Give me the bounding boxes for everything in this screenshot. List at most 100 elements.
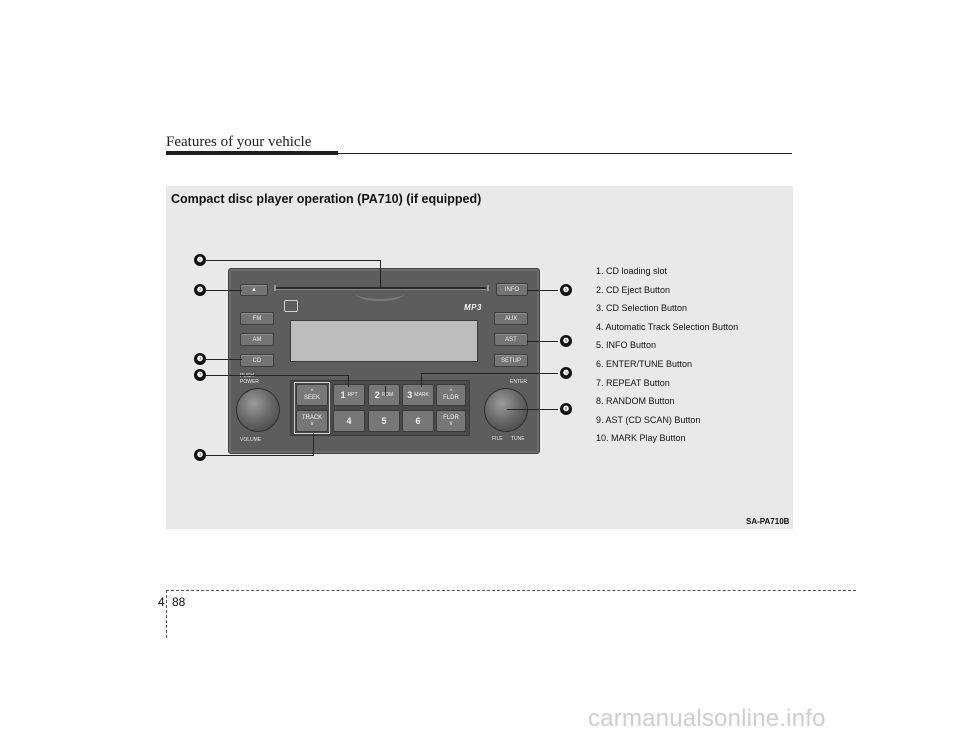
legend-item: 8. RANDOM Button	[596, 396, 675, 407]
header-rule-thick	[166, 151, 338, 155]
aux-label: AUX	[504, 315, 518, 322]
chevron-up-icon: ^	[449, 389, 453, 395]
legend-item: 3. CD Selection Button	[596, 303, 688, 314]
callout-10: ❿	[560, 367, 572, 379]
fm-label: FM	[252, 315, 262, 322]
leader-line-3	[206, 359, 242, 360]
disc-icon	[284, 300, 298, 312]
preset-1-rpt-button[interactable]: 1 RPT	[333, 384, 365, 406]
chevron-down-icon: v	[310, 421, 314, 427]
callout-8: ❽	[560, 403, 572, 415]
leader-line-1-v	[380, 260, 381, 288]
folder-up-label: FLDR	[443, 395, 459, 401]
leader-line-10-h	[421, 373, 558, 374]
legend-item: 1. CD loading slot	[596, 266, 668, 276]
legend-item: 2. CD Eject Button	[596, 284, 671, 295]
aux-button[interactable]: AUX	[494, 312, 528, 325]
legend-item: 4. Automatic Track Selection Button	[596, 321, 739, 332]
legend-item: 6. ENTER/TUNE Button	[596, 358, 693, 369]
leader-line-6	[507, 409, 558, 410]
chevron-up-icon: ^	[310, 389, 314, 395]
leader-line-1-h	[206, 260, 381, 261]
file-label: FILE	[492, 436, 503, 442]
eject-button[interactable]: ▲	[240, 284, 268, 296]
key-2-number: 2	[374, 389, 380, 400]
cd-slot-end-left	[274, 285, 276, 291]
track-label: TRACK	[301, 415, 323, 421]
key-1-sub: RPT	[347, 391, 358, 398]
enter-tune-knob[interactable]	[484, 388, 528, 432]
legend-item: 9. AST (CD SCAN) Button	[596, 414, 701, 425]
preset-5-button[interactable]: 5	[368, 410, 400, 432]
track-seek-frame	[294, 382, 330, 434]
folder-down-button[interactable]: FLDR v	[436, 410, 466, 432]
preset-6-button[interactable]: 6	[402, 410, 434, 432]
leader-line-4-v	[313, 433, 314, 455]
section-number: 4	[158, 595, 165, 609]
folder-down-label: FLDR	[443, 415, 459, 421]
cd-label: CD	[252, 357, 262, 364]
eject-icon: ▲	[251, 287, 257, 293]
key-4-number: 4	[346, 415, 352, 426]
am-button[interactable]: AM	[240, 333, 274, 346]
ast-label: AST	[505, 336, 517, 343]
info-label: INFO	[504, 286, 520, 293]
callout-9: ❾	[560, 335, 572, 347]
callout-7: ❼	[194, 369, 206, 381]
leader-line-10-v	[421, 373, 422, 387]
seek-label: SEEK	[303, 395, 320, 401]
volume-label: VOLUME	[240, 437, 262, 443]
mp3-logo: MP3	[464, 303, 482, 312]
leader-line-7-h	[206, 375, 349, 376]
page-header-title: Features of your vehicle	[166, 134, 312, 150]
enter-label: ENTER	[510, 379, 527, 385]
key-6-number: 6	[415, 415, 421, 426]
cd-slot-end-right	[487, 285, 489, 291]
preset-3-mark-button[interactable]: 3 MARK	[402, 384, 434, 406]
cd-slot-notch	[355, 285, 405, 301]
legend-item: 7. REPEAT Button	[596, 377, 670, 388]
fm-button[interactable]: FM	[240, 312, 274, 325]
legend-list: 1. CD loading slot 2. CD Eject Button 3.…	[596, 262, 738, 448]
leader-line-4-h	[206, 455, 314, 456]
setup-label: SETUP	[500, 357, 521, 364]
volume-knob[interactable]	[236, 388, 280, 432]
key-2-sub: RDM	[381, 391, 394, 398]
key-1-number: 1	[340, 389, 346, 400]
leader-line-5	[527, 290, 558, 291]
callout-2: ❷	[194, 284, 206, 296]
tune-label: TUNE	[511, 436, 525, 442]
footer-vertical-rule	[166, 590, 167, 638]
image-code: SA-PA710B	[746, 517, 790, 526]
leader-line-9	[527, 341, 558, 342]
seek-button[interactable]: ^ SEEK	[296, 384, 328, 406]
ast-button[interactable]: AST	[494, 333, 528, 346]
lcd-display	[290, 320, 478, 362]
am-label: AM	[252, 336, 262, 343]
leader-line-8	[385, 386, 386, 396]
footer-dashed-rule	[166, 590, 856, 591]
setup-button[interactable]: SETUP	[494, 354, 528, 367]
watermark: carmanualsonline.info	[588, 705, 826, 732]
header-rule-thin	[338, 153, 792, 154]
key-5-number: 5	[381, 415, 387, 426]
preset-4-button[interactable]: 4	[333, 410, 365, 432]
leader-line-2	[206, 290, 242, 291]
callout-5: ❺	[560, 284, 572, 296]
track-button[interactable]: TRACK v	[296, 410, 328, 432]
preset-2-rdm-button[interactable]: 2 RDM	[368, 384, 400, 406]
callout-3: ❸	[194, 353, 206, 365]
leader-line-7-v	[348, 375, 349, 387]
folder-up-button[interactable]: ^ FLDR	[436, 384, 466, 406]
push-power-label: PUSH POWER	[240, 373, 259, 385]
cd-button[interactable]: CD	[240, 354, 274, 367]
legend-item: 5. INFO Button	[596, 340, 657, 351]
chevron-down-icon: v	[449, 421, 453, 427]
legend-item: 10. MARK Play Button	[596, 433, 686, 444]
callout-1: ❶	[194, 254, 206, 266]
callout-4: ❹	[194, 449, 206, 461]
key-3-sub: MARK	[414, 391, 429, 398]
page-number: 88	[172, 595, 186, 609]
section-heading: Compact disc player operation (PA710) (i…	[171, 192, 482, 206]
info-button[interactable]: INFO	[496, 283, 528, 296]
